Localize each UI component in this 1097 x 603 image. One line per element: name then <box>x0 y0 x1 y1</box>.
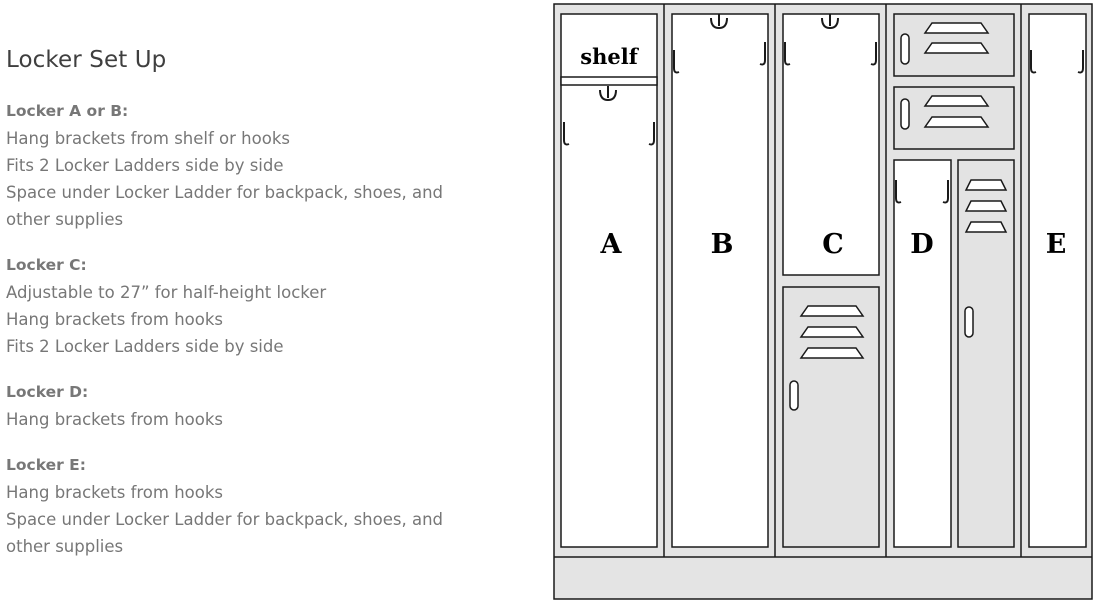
page-title: Locker Set Up <box>6 47 167 73</box>
locker-door <box>782 286 880 548</box>
vent-icon <box>923 95 990 128</box>
section: Locker A or B: Hang brackets from shelf o… <box>6 98 526 233</box>
section-line: Space under Locker Ladder for backpack, … <box>6 510 444 529</box>
locker-b: B <box>671 13 769 548</box>
section-line: Hang brackets from hooks <box>6 310 224 329</box>
section-line: Adjustable to 27” for half-height locker <box>6 283 327 302</box>
door-handle-icon <box>900 33 910 65</box>
door-handle-icon <box>900 98 910 130</box>
locker-a: shelf A <box>560 13 658 548</box>
section-heading: Locker C: <box>6 256 87 274</box>
section-heading: Locker D: <box>6 383 89 401</box>
locker-d <box>893 159 952 548</box>
vent-icon <box>964 179 1008 233</box>
locker-label-e: E <box>1046 229 1067 260</box>
section: Locker C: Adjustable to 27” for half-heig… <box>6 252 526 360</box>
section: Locker D: Hang brackets from hooks <box>6 379 526 433</box>
locker-label-c: C <box>822 229 844 260</box>
locker-label-b: B <box>711 229 734 260</box>
locker-e: E <box>1028 13 1087 548</box>
shelf <box>560 76 658 86</box>
instructions-panel: Locker Set Up Locker A or B: Hang bracket… <box>6 44 526 579</box>
shelf-label: shelf <box>580 44 639 69</box>
vent-icon <box>799 305 865 359</box>
section-line: Hang brackets from hooks <box>6 410 224 429</box>
section-line: Fits 2 Locker Ladders side by side <box>6 337 284 356</box>
locker-label-a: A <box>600 229 623 260</box>
section-heading: Locker E: <box>6 456 86 474</box>
section-line: other supplies <box>6 537 124 556</box>
door-handle-icon <box>964 306 974 338</box>
section-heading: Locker A or B: <box>6 102 129 120</box>
locker-d-column: D <box>893 13 1015 548</box>
locker-door <box>957 159 1015 548</box>
section-line: Fits 2 Locker Ladders side by side <box>6 156 284 175</box>
door-handle-icon <box>789 380 799 411</box>
section-line: other supplies <box>6 210 124 229</box>
section-list: Locker A or B: Hang brackets from shelf o… <box>6 98 526 560</box>
section-line: Hang brackets from shelf or hooks <box>6 129 290 148</box>
locker-label-d: D <box>910 229 933 260</box>
section-line: Space under Locker Ladder for backpack, … <box>6 183 444 202</box>
section-line: Hang brackets from hooks <box>6 483 224 502</box>
vent-icon <box>923 22 990 54</box>
locker-diagram: shelf A B C <box>553 3 1093 600</box>
locker-c: C <box>782 13 880 548</box>
